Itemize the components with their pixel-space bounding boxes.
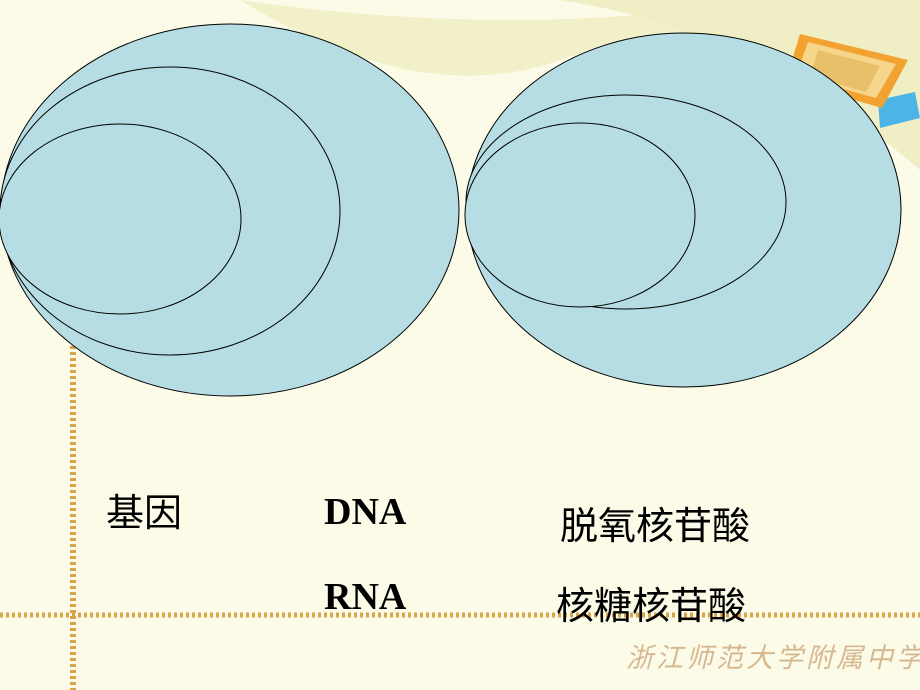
label-gene: 基因 xyxy=(106,491,183,535)
left-ellipse-group xyxy=(0,23,460,397)
footer-school-name: 浙江师范大学附属中学 xyxy=(626,643,920,674)
gene-dna-inner-ellipse xyxy=(0,123,242,315)
rna-inner-ellipse xyxy=(464,122,696,308)
books-icon xyxy=(786,34,920,128)
label-ribonucleotide: 核糖核苷酸 xyxy=(556,584,747,628)
label-dna: DNA xyxy=(324,491,407,533)
label-deoxyribonucleotide: 脱氧核苷酸 xyxy=(560,504,751,548)
label-rna: RNA xyxy=(324,576,407,618)
right-ellipse-group xyxy=(464,32,902,388)
